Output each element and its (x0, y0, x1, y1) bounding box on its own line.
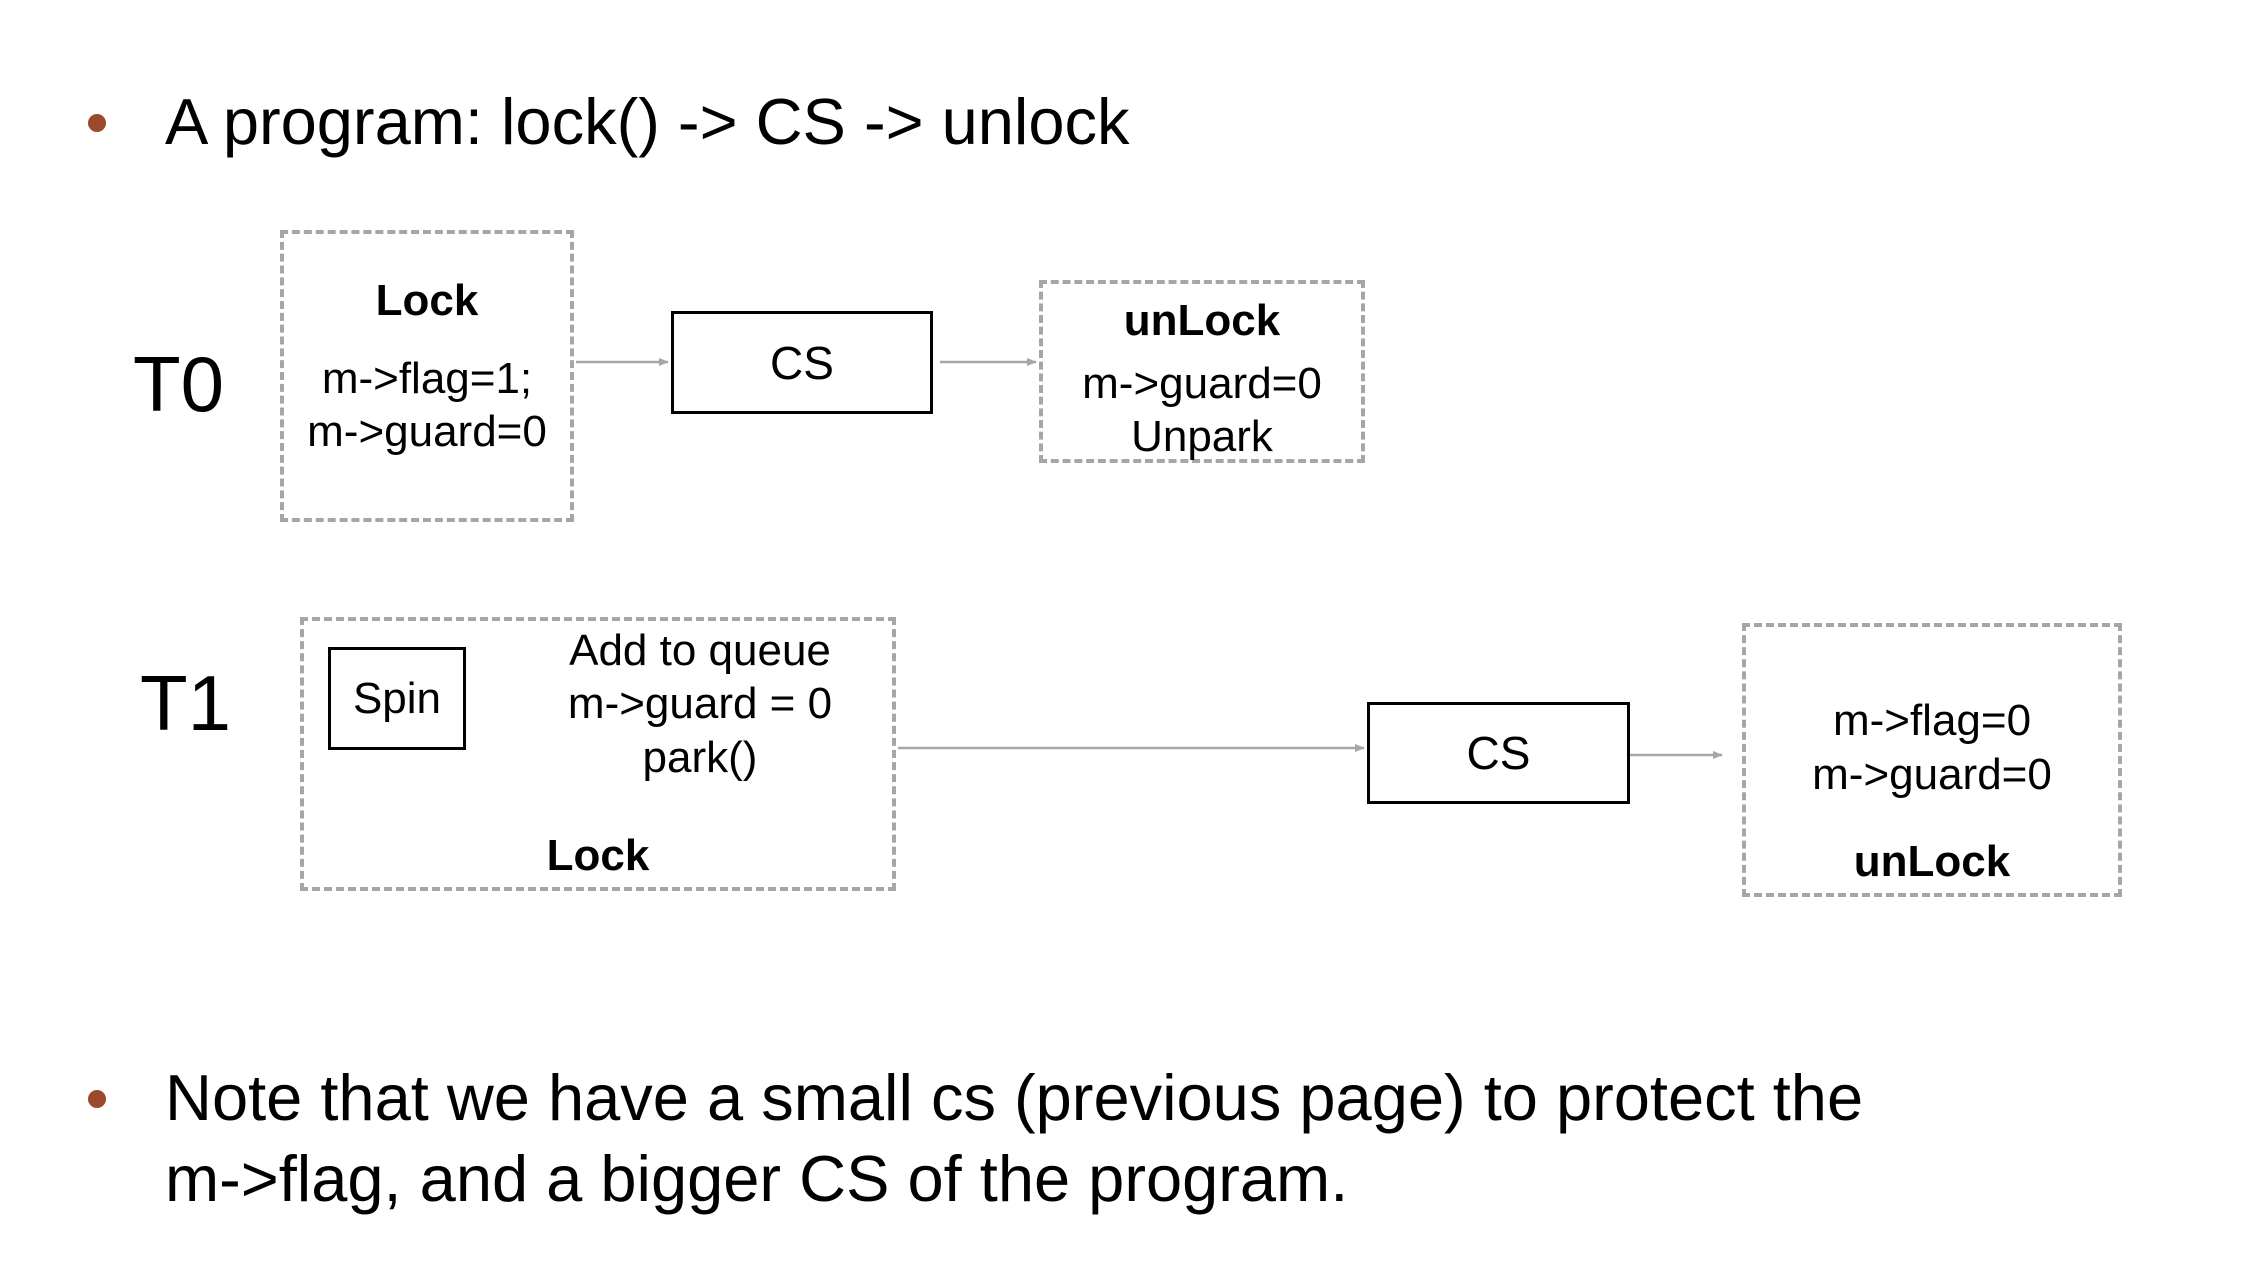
thread-label-t0: T0 (133, 340, 225, 428)
t0-lock-line1: m->flag=1; (321, 354, 533, 403)
t0-lock-box (280, 230, 574, 522)
t0-unlock-line1: m->guard=0 (1082, 359, 1322, 408)
thread-label-t1: T1 (140, 659, 232, 747)
t1-unlock-line1: m->flag=0 (1832, 696, 2032, 745)
t0-lock-title: Lock (375, 276, 479, 325)
t1-spin-label: Spin (352, 673, 442, 723)
bullet-dot-1 (88, 114, 106, 132)
t1-unlock-box (1742, 623, 2122, 897)
bullet-text-program: A program: lock() -> CS -> unlock (165, 85, 1130, 158)
t1-lock-box (300, 617, 896, 891)
t1-lock-line2: m->guard = 0 (567, 679, 833, 728)
t0-unlock-line2: Unpark (1131, 412, 1273, 461)
t1-lock-line1: Add to queue (569, 626, 831, 675)
t1-spin-box: Spin (328, 647, 466, 750)
bullet-text-note-line1: Note that we have a small cs (previous p… (165, 1061, 1864, 1134)
t0-unlock-title: unLock (1123, 296, 1281, 345)
t1-unlock-title: unLock (1853, 837, 2011, 886)
t0-unlock-box (1039, 280, 1365, 463)
t0-cs-box: CS (671, 311, 933, 414)
t0-cs-label: CS (770, 336, 834, 389)
bullet-dot-2 (88, 1090, 106, 1108)
t1-lock-line3: park() (642, 733, 758, 782)
t1-cs-box: CS (1367, 702, 1630, 804)
t0-lock-line2: m->guard=0 (307, 407, 547, 456)
t1-lock-title: Lock (546, 831, 650, 880)
bullet-text-note-line2: m->flag, and a bigger CS of the program. (165, 1142, 1349, 1215)
t1-unlock-line2: m->guard=0 (1812, 750, 2052, 799)
t1-cs-label: CS (1466, 727, 1531, 779)
